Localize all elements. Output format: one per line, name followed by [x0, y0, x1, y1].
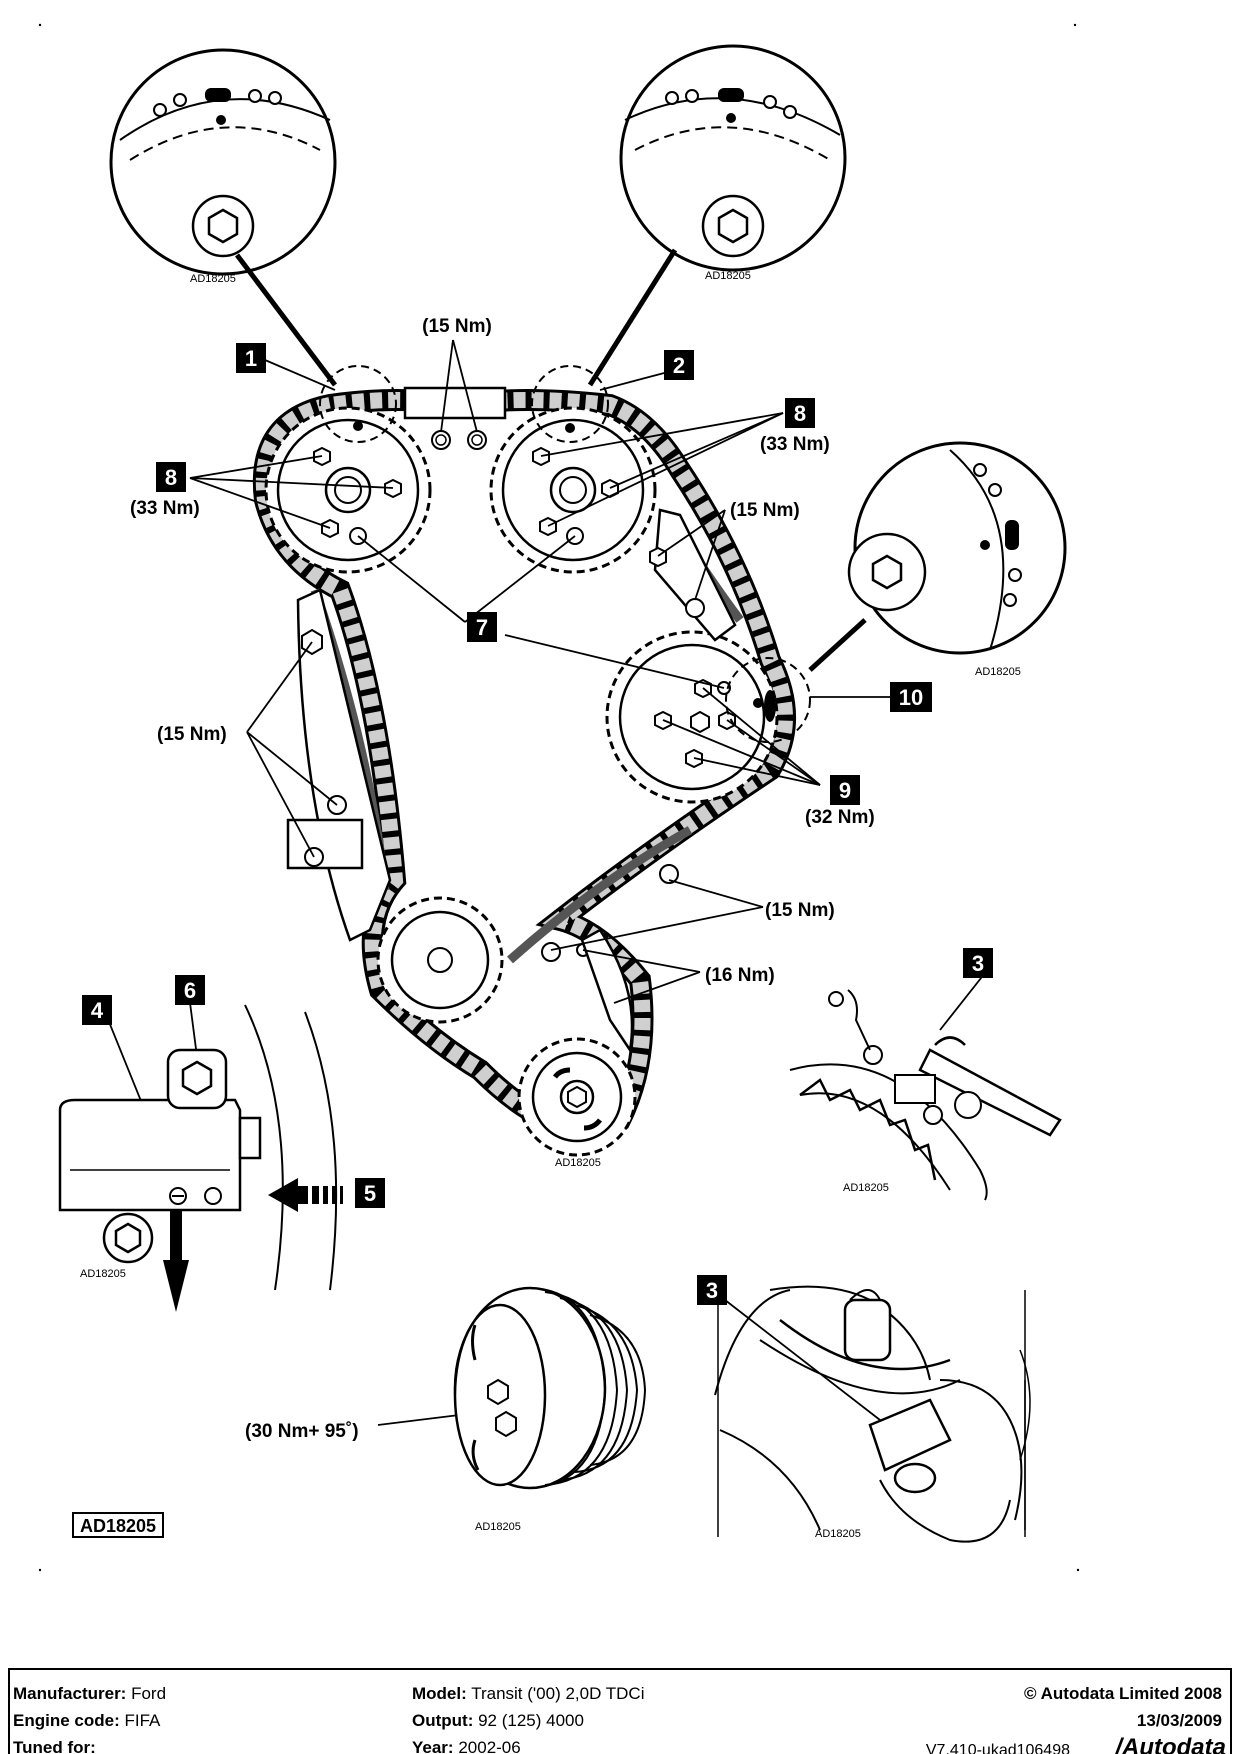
page-corner-marks	[38, 23, 1080, 1572]
svg-text:1: 1	[245, 346, 257, 371]
idler-sprocket	[376, 896, 504, 1024]
camshaft-bridge-bracket	[403, 386, 507, 450]
callout-3-bottom: 3	[697, 1275, 727, 1305]
footer-copyright-column: © Autodata Limited 2008 13/03/2009	[1024, 1680, 1222, 1734]
svg-text:3: 3	[706, 1278, 718, 1303]
svg-text:3: 3	[972, 951, 984, 976]
model-value: Transit ('00) 2,0D TDCi	[471, 1684, 645, 1703]
torque-label-cam-left: (33 Nm)	[130, 498, 200, 519]
detail-circle-left	[109, 48, 337, 387]
year-value: 2002-06	[458, 1738, 521, 1754]
crankshaft-locking-pin-detail	[714, 1285, 1031, 1543]
diagram-code-small: AD18205	[190, 273, 236, 285]
callout-9: 9	[830, 775, 860, 805]
callout-4: 4	[82, 995, 112, 1025]
camshaft-sprocket-left	[264, 406, 432, 574]
chain-tensioner-detail	[58, 1004, 343, 1312]
manufacturer-value: Ford	[131, 1684, 167, 1703]
torque-label-cam-right: (33 Nm)	[760, 434, 830, 455]
diagram-code-small: AD18205	[475, 1521, 521, 1533]
svg-text:7: 7	[476, 615, 488, 640]
diagram-code-small: AD18205	[705, 270, 751, 282]
detail-circle-ten	[808, 441, 1067, 672]
callout-1: 1	[236, 343, 266, 373]
output-value: 92 (125) 4000	[478, 1711, 584, 1730]
detail-circle-right	[587, 44, 847, 387]
torque-label-cam-bridge: (15 Nm)	[422, 316, 492, 337]
torque-label-pump: (32 Nm)	[805, 807, 875, 828]
torque-label-lower-bracket: (16 Nm)	[705, 965, 775, 986]
print-date: 13/03/2009	[1136, 1711, 1222, 1730]
svg-text:9: 9	[839, 778, 851, 803]
version-code: V7.410-ukad106498	[925, 1742, 1070, 1754]
diagram-code-box: AD18205	[72, 1512, 164, 1538]
svg-text:10: 10	[899, 685, 923, 710]
callout-2: 2	[664, 350, 694, 380]
svg-text:8: 8	[165, 465, 177, 490]
callout-6: 6	[175, 975, 205, 1005]
torque-label-guide-right: (15 Nm)	[730, 500, 800, 521]
footer-vehicle-column: Manufacturer: Ford Engine code: FIFA Tun…	[13, 1684, 167, 1754]
crankshaft-sprocket	[517, 1037, 637, 1157]
svg-text:6: 6	[184, 978, 196, 1003]
leader-lines	[104, 339, 986, 1426]
info-footer: Manufacturer: Ford Engine code: FIFA Tun…	[8, 1668, 1232, 1754]
autodata-logo: /Autodata	[1115, 1734, 1226, 1754]
callout-8-left: 8	[156, 462, 186, 492]
torque-label-lower-guide: (15 Nm)	[765, 900, 835, 921]
diagram-code-small: AD18205	[843, 1182, 889, 1194]
svg-text:8: 8	[794, 401, 806, 426]
callout-10: 10	[890, 682, 932, 712]
diagram-code-small: AD18205	[975, 666, 1021, 678]
torque-label-tensioner: (15 Nm)	[157, 724, 227, 745]
callout-8-right: 8	[785, 398, 815, 428]
camshaft-sprocket-right	[489, 406, 657, 574]
copyright-text: © Autodata Limited 2008	[1024, 1684, 1222, 1703]
svg-text:4: 4	[91, 998, 104, 1023]
flywheel-locking-tool-detail	[789, 989, 1062, 1201]
svg-text:AD18205: AD18205	[80, 1516, 156, 1536]
chain-guide-bottom	[507, 826, 693, 964]
footer-model-column: Model: Transit ('00) 2,0D TDCi Output: 9…	[412, 1680, 645, 1754]
callout-3-top: 3	[963, 948, 993, 978]
callout-7: 7	[467, 612, 497, 642]
callout-5: 5	[355, 1178, 385, 1208]
injection-pump-sprocket	[605, 630, 779, 804]
svg-text:5: 5	[364, 1181, 376, 1206]
diagram-code-small: AD18205	[555, 1157, 601, 1169]
torque-label-pulley: (30 Nm+ 95˚)	[245, 1421, 359, 1442]
diagram-code-small: AD18205	[815, 1528, 861, 1540]
diagram-code-small: AD18205	[80, 1268, 126, 1280]
chain-guide-upper-right	[649, 508, 737, 642]
crankshaft-pulley-detail	[453, 1286, 647, 1490]
svg-text:2: 2	[673, 353, 685, 378]
engine-code-value: FIFA	[124, 1711, 161, 1730]
